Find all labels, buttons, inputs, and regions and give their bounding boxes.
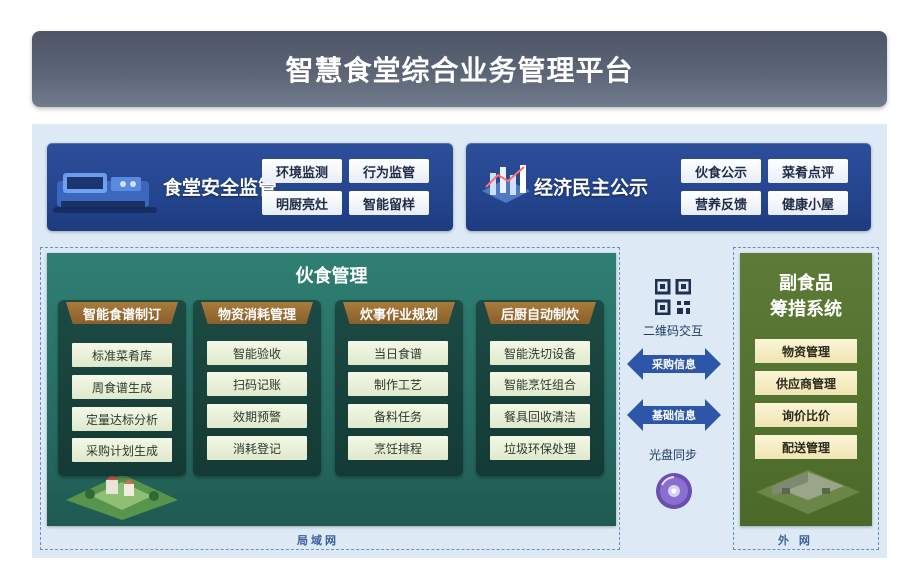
item-scan-bookkeeping[interactable]: 扫码记账 — [207, 372, 307, 396]
chip-health-cabin[interactable]: 健康小屋 — [768, 191, 848, 215]
item-expiry-warning[interactable]: 效期预警 — [207, 404, 307, 428]
item-daily-recipe[interactable]: 当日食谱 — [348, 341, 448, 365]
purchase-info-label: 采购信息 — [652, 358, 696, 371]
basic-info-arrow-icon — [627, 399, 721, 431]
item-prep-task[interactable]: 备料任务 — [348, 404, 448, 428]
town-illustration-icon — [66, 474, 178, 520]
wan-label: 外 网 — [778, 534, 813, 547]
column-header: 物资消耗管理 — [201, 302, 313, 324]
chip-dish-review[interactable]: 菜肴点评 — [768, 159, 848, 183]
side-food-title-line1: 副食品 — [779, 273, 833, 294]
item-supplier-management[interactable]: 供应商管理 — [755, 371, 857, 395]
item-smart-cooking-combo[interactable]: 智能烹饪组合 — [490, 372, 590, 396]
chip-smart-sampling[interactable]: 智能留样 — [349, 191, 429, 215]
purchase-info-arrow-icon — [627, 348, 721, 380]
item-delivery-management[interactable]: 配送管理 — [755, 435, 857, 459]
optical-disc-icon — [656, 473, 692, 509]
column-header: 后厨自动制炊 — [484, 302, 596, 324]
item-quota-analysis[interactable]: 定量达标分析 — [72, 407, 172, 431]
item-smart-acceptance[interactable]: 智能验收 — [207, 341, 307, 365]
lan-boundary — [40, 247, 620, 550]
column-header: 智能食谱制订 — [66, 302, 178, 324]
side-food-title-line2: 筹措系统 — [770, 299, 842, 320]
lan-label: 局域网 — [297, 534, 339, 547]
item-production-process[interactable]: 制作工艺 — [348, 372, 448, 396]
item-purchase-plan[interactable]: 采购计划生成 — [72, 438, 172, 462]
column-header: 炊事作业规划 — [343, 302, 455, 324]
item-standard-dish-library[interactable]: 标准菜肴库 — [72, 343, 172, 367]
basic-info-label: 基础信息 — [652, 409, 696, 422]
item-price-comparison[interactable]: 询价比价 — [755, 403, 857, 427]
wan-boundary — [733, 247, 879, 550]
kitchen-machine-icon — [53, 173, 157, 213]
chip-environment-monitoring[interactable]: 环境监测 — [262, 159, 342, 183]
canteen-safety-title: 食堂安全监管 — [163, 177, 278, 199]
economic-democracy-panel: 经济民主公示 — [466, 143, 871, 231]
item-material-management[interactable]: 物资管理 — [755, 339, 857, 363]
economic-democracy-title: 经济民主公示 — [534, 177, 649, 199]
chip-behavior-supervision[interactable]: 行为监管 — [349, 159, 429, 183]
chip-mess-publicity[interactable]: 伙食公示 — [681, 159, 761, 183]
item-cooking-schedule[interactable]: 烹饪排程 — [348, 436, 448, 460]
disc-sync-label: 光盘同步 — [648, 448, 697, 462]
chip-open-kitchen[interactable]: 明厨亮灶 — [262, 191, 342, 215]
item-consumption-register[interactable]: 消耗登记 — [207, 436, 307, 460]
item-smart-washing-cutting[interactable]: 智能洗切设备 — [490, 341, 590, 365]
canteen-safety-panel: 食堂安全监管 — [47, 143, 453, 231]
warehouse-illustration-icon — [756, 470, 860, 514]
item-weekly-recipe[interactable]: 周食谱生成 — [72, 375, 172, 399]
qr-interaction-label: 二维码交互 — [642, 324, 703, 338]
title-bar: 智慧食堂综合业务管理平台 — [32, 31, 887, 107]
mess-management-title: 伙食管理 — [295, 266, 368, 287]
page-title: 智慧食堂综合业务管理平台 — [285, 54, 634, 87]
item-waste-processing[interactable]: 垃圾环保处理 — [490, 436, 590, 460]
bar-chart-icon — [482, 165, 530, 203]
qr-code-icon — [655, 279, 691, 315]
chip-nutrition-feedback[interactable]: 营养反馈 — [681, 191, 761, 215]
item-tableware-cleaning[interactable]: 餐具回收清洁 — [490, 404, 590, 428]
